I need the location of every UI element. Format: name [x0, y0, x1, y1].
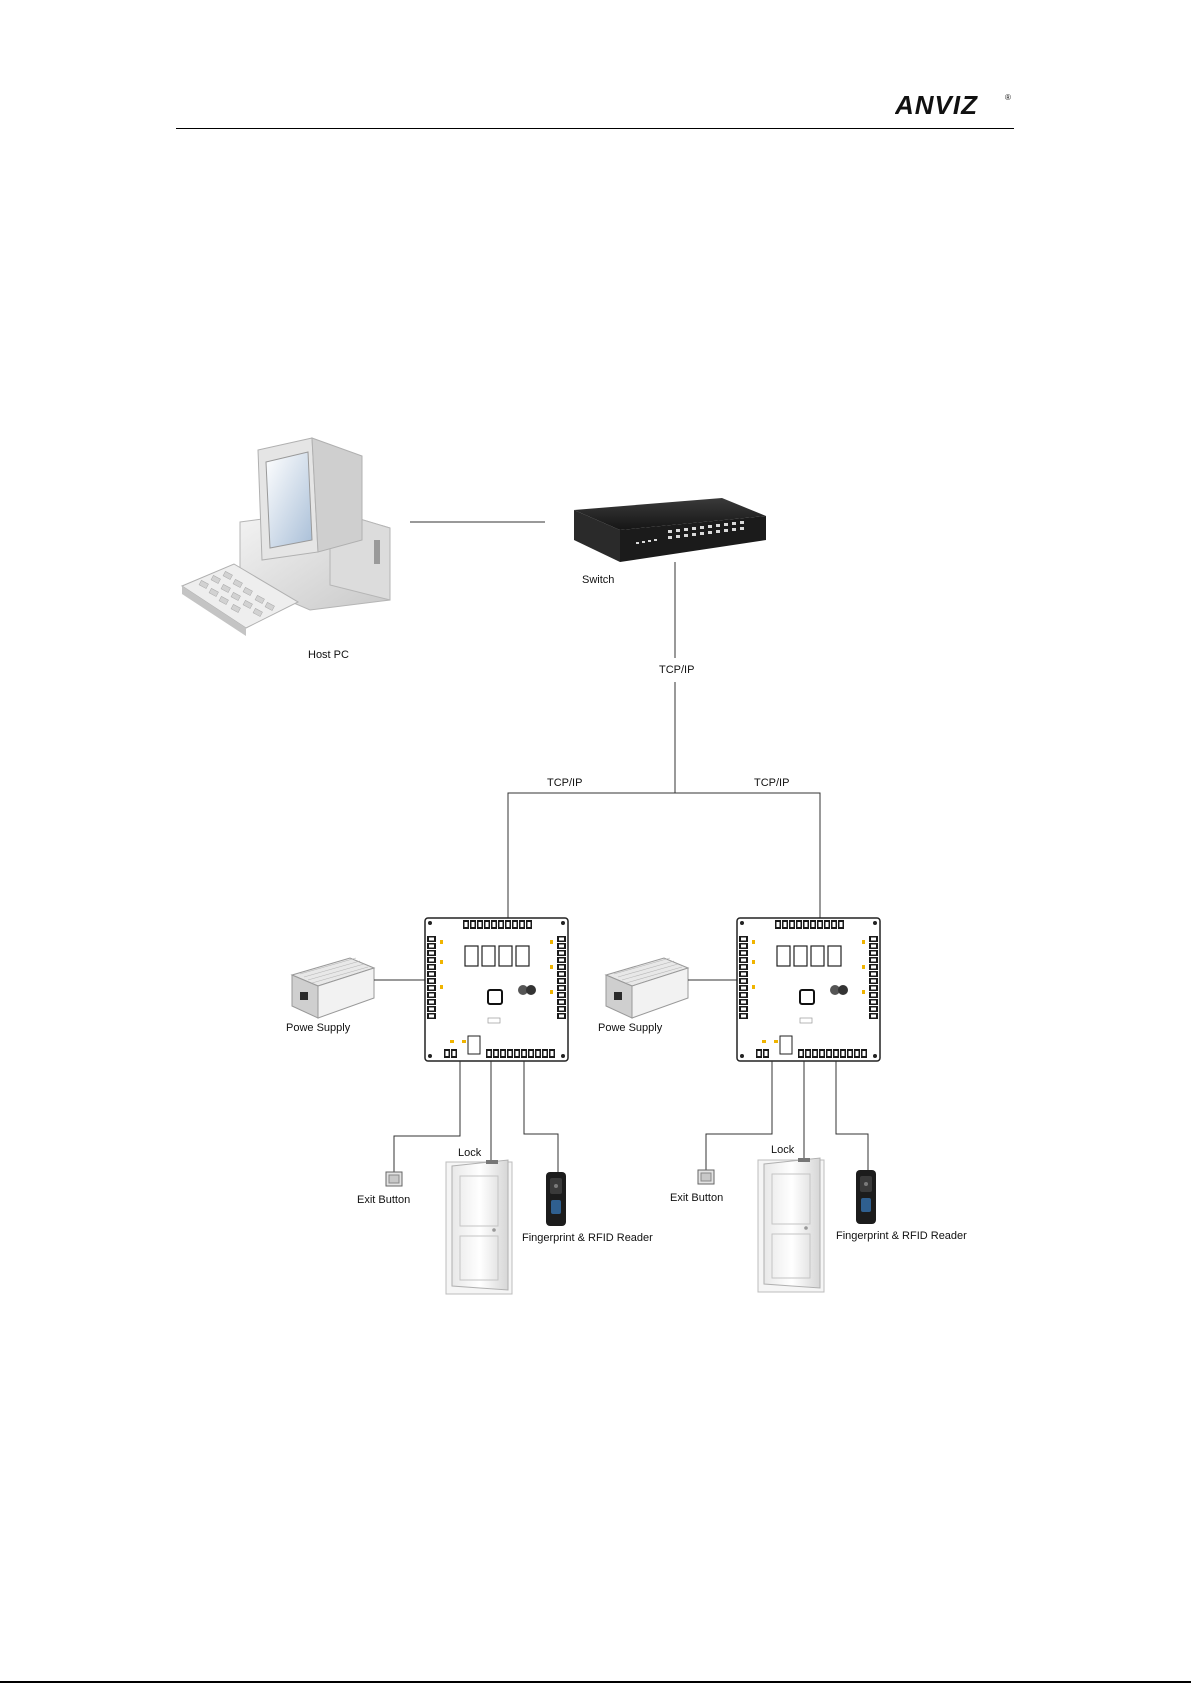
left-reader-label: Fingerprint & RFID Reader — [522, 1232, 653, 1244]
right-door-icon — [758, 1158, 824, 1292]
right-exit-button-label: Exit Button — [670, 1192, 723, 1204]
host-pc-icon — [182, 438, 390, 636]
right-access-unit: Powe Supply — [598, 918, 967, 1292]
host-pc-label: Host PC — [308, 649, 349, 661]
left-power-supply-label: Powe Supply — [286, 1022, 351, 1034]
tcpip-left-label: TCP/IP — [547, 777, 582, 789]
network-switch-icon — [574, 498, 766, 562]
left-controller-board-icon — [425, 918, 568, 1061]
right-exit-button-icon — [698, 1170, 714, 1184]
right-reader-wire — [836, 1061, 868, 1170]
left-fingerprint-reader-icon — [546, 1172, 566, 1226]
right-reader-label: Fingerprint & RFID Reader — [836, 1230, 967, 1242]
right-lock-label: Lock — [771, 1144, 795, 1156]
right-controller-board-icon — [737, 918, 880, 1061]
left-exit-button-icon — [386, 1172, 402, 1186]
switch-label: Switch — [582, 574, 614, 586]
left-lock-label: Lock — [458, 1147, 482, 1159]
left-door-icon — [446, 1160, 512, 1294]
right-power-supply-label: Powe Supply — [598, 1022, 663, 1034]
page-bottom-edge — [0, 1681, 1191, 1683]
tcpip-right-label: TCP/IP — [754, 777, 789, 789]
left-exit-button-label: Exit Button — [357, 1194, 410, 1206]
tcpip-branch-lines — [508, 793, 820, 920]
left-access-unit: Powe Supply — [286, 918, 653, 1294]
right-power-supply-icon — [606, 958, 688, 1018]
left-reader-wire — [524, 1061, 558, 1172]
left-power-supply-icon — [292, 958, 374, 1018]
right-exit-button-wire — [706, 1061, 772, 1170]
right-fingerprint-reader-icon — [856, 1170, 876, 1224]
left-exit-button-wire — [394, 1061, 460, 1172]
tcpip-uplink-label: TCP/IP — [659, 664, 694, 676]
